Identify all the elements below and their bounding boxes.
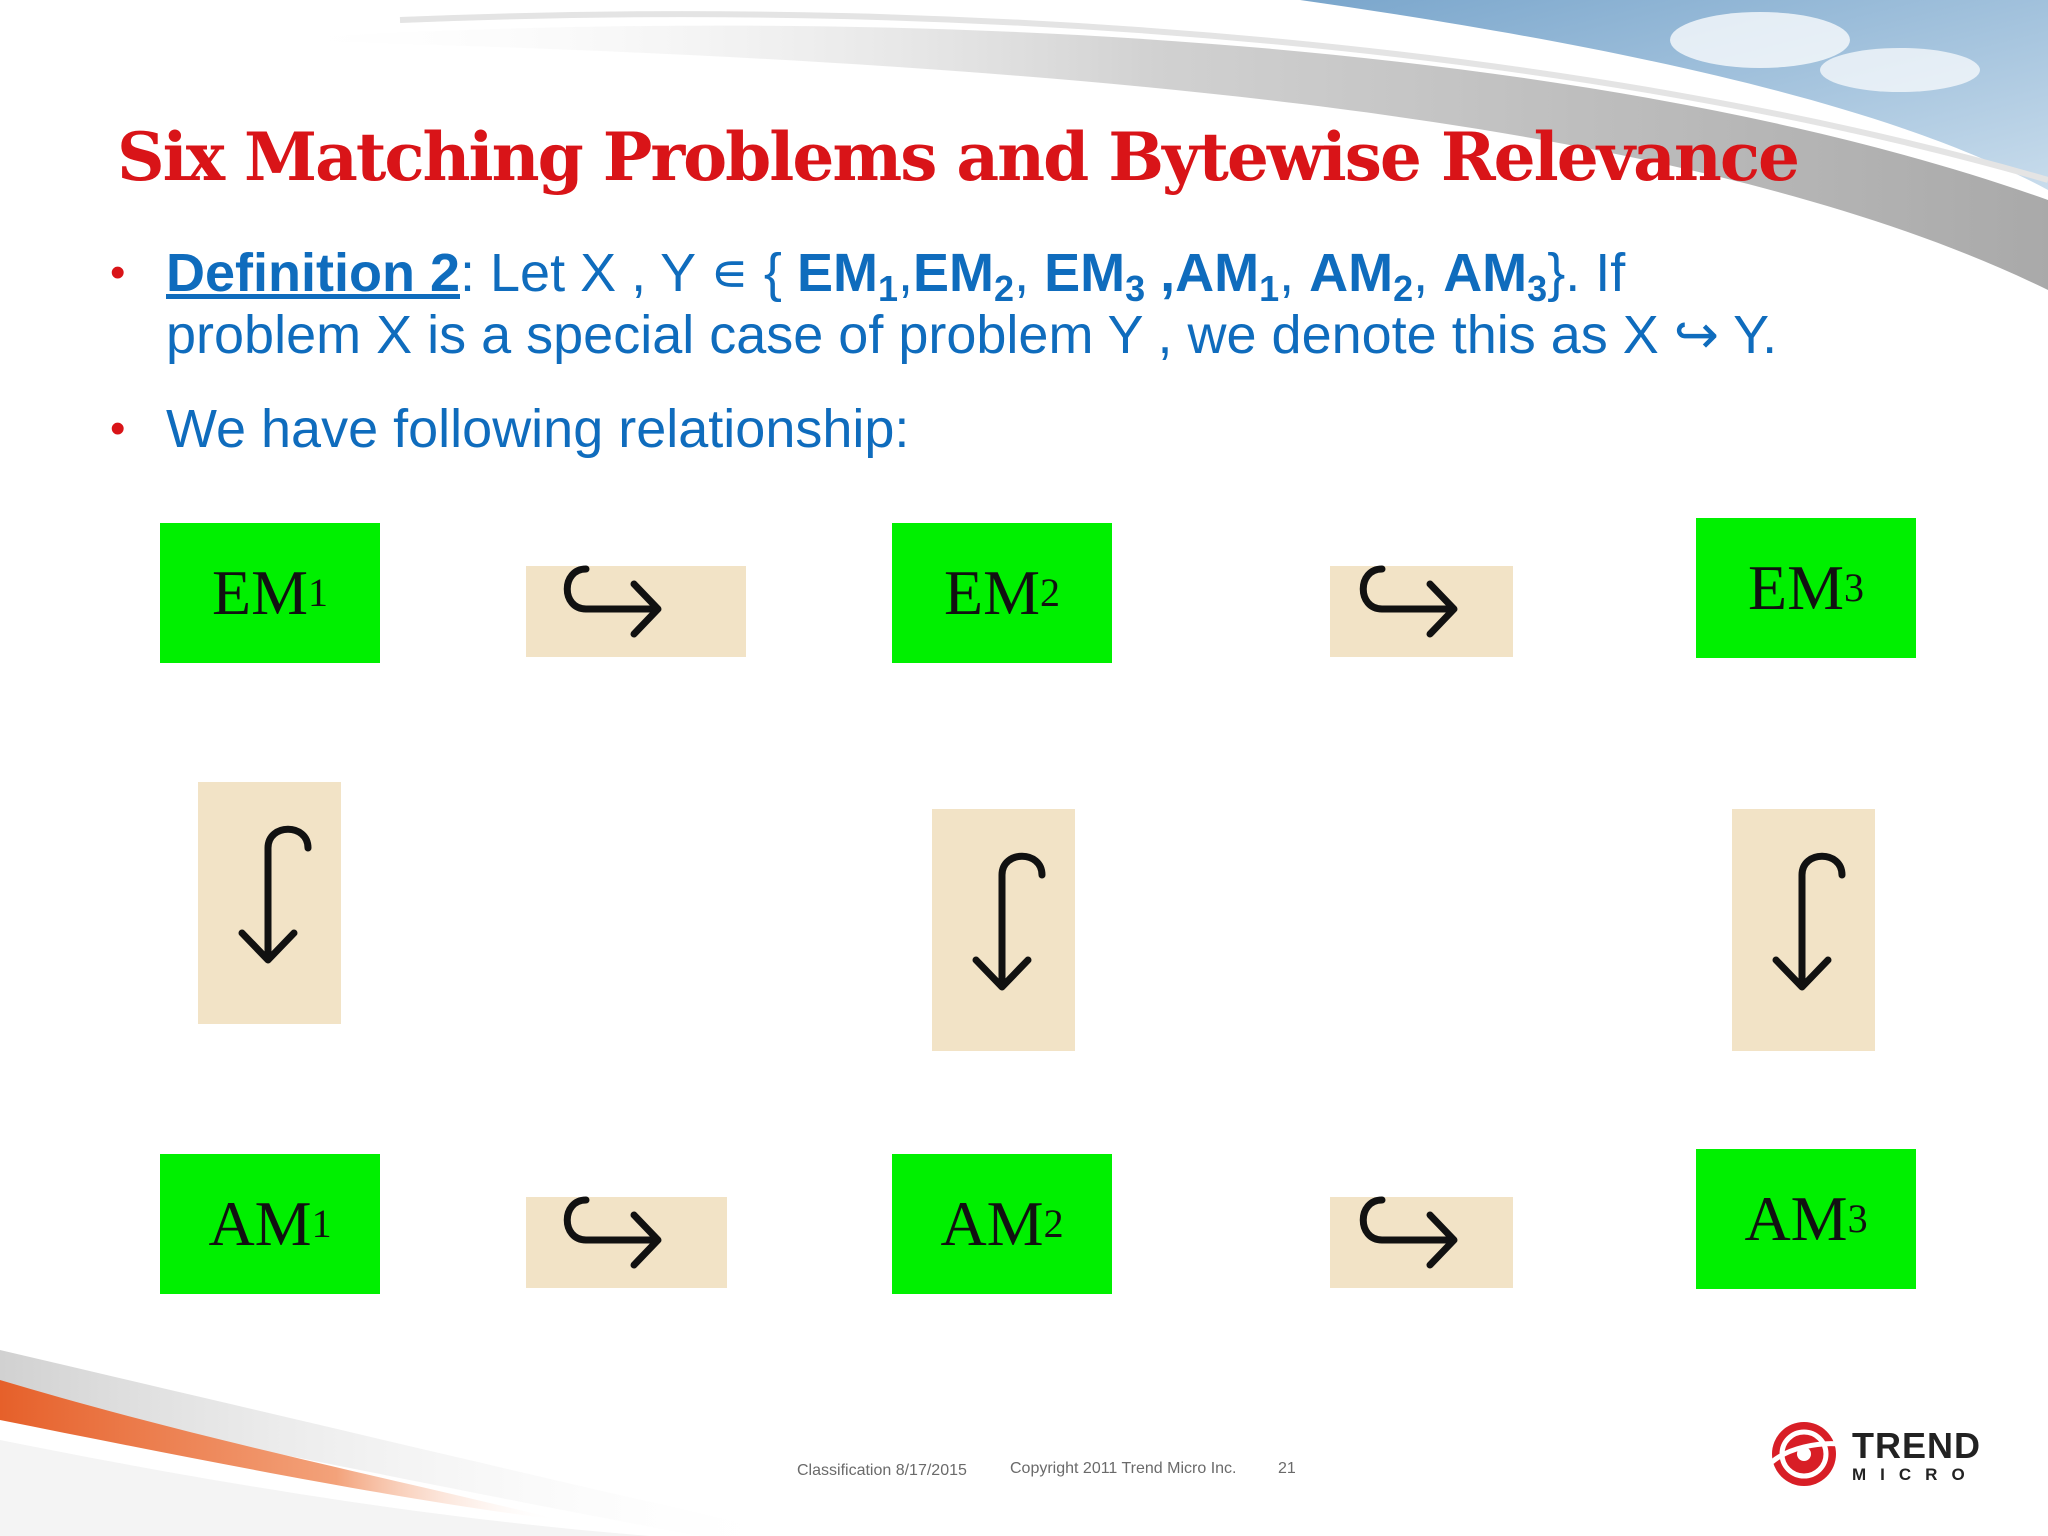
hook-arrow-down-icon [198, 782, 341, 1024]
hook-arrow-down-icon [1732, 809, 1875, 1051]
hook-arrow-right-icon [1330, 1196, 1513, 1288]
bullet-relationship: • We have following relationship: [110, 398, 1930, 460]
set-item: EM1 [796, 243, 899, 309]
set-item: AM3 [1443, 243, 1548, 309]
hook-arrow-right-icon [1330, 565, 1513, 657]
footer-classification: Classification 8/17/2015 [797, 1462, 967, 1479]
definition-close: }. If [1547, 243, 1626, 303]
hook-arrow-right-icon [526, 1196, 727, 1288]
footer-page-number: 21 [1278, 1460, 1296, 1477]
set-item: AM2 [1309, 243, 1414, 309]
logo-text: TREND MICRO [1852, 1425, 1981, 1485]
trend-micro-logo-icon [1770, 1422, 1841, 1486]
bullet-definition: • Definition 2: Let X , Y ∊ { EM1,EM2, E… [110, 243, 1778, 365]
bullet-list: • Definition 2: Let X , Y ∊ { EM1,EM2, E… [110, 242, 1930, 460]
definition-term: Definition 2 [166, 243, 460, 303]
hook-arrow-right-icon [526, 565, 746, 657]
relationship-text: We have following relationship: [166, 399, 910, 459]
set-item: EM3 [1044, 243, 1146, 309]
bullet-dot: • [110, 248, 126, 297]
slide-title: Six Matching Problems and Bytewise Relev… [117, 118, 1800, 196]
definition-line2: problem X is a special case of problem Y… [166, 305, 1778, 365]
set-item: EM2 [913, 243, 1015, 309]
definition-let: : Let X , Y ∊ { [460, 243, 797, 303]
set-item: AM1 [1175, 243, 1280, 309]
footer-copyright: Copyright 2011 Trend Micro Inc. [1010, 1460, 1237, 1477]
bullet-dot: • [110, 404, 126, 453]
hook-arrow-down-icon [932, 809, 1075, 1051]
